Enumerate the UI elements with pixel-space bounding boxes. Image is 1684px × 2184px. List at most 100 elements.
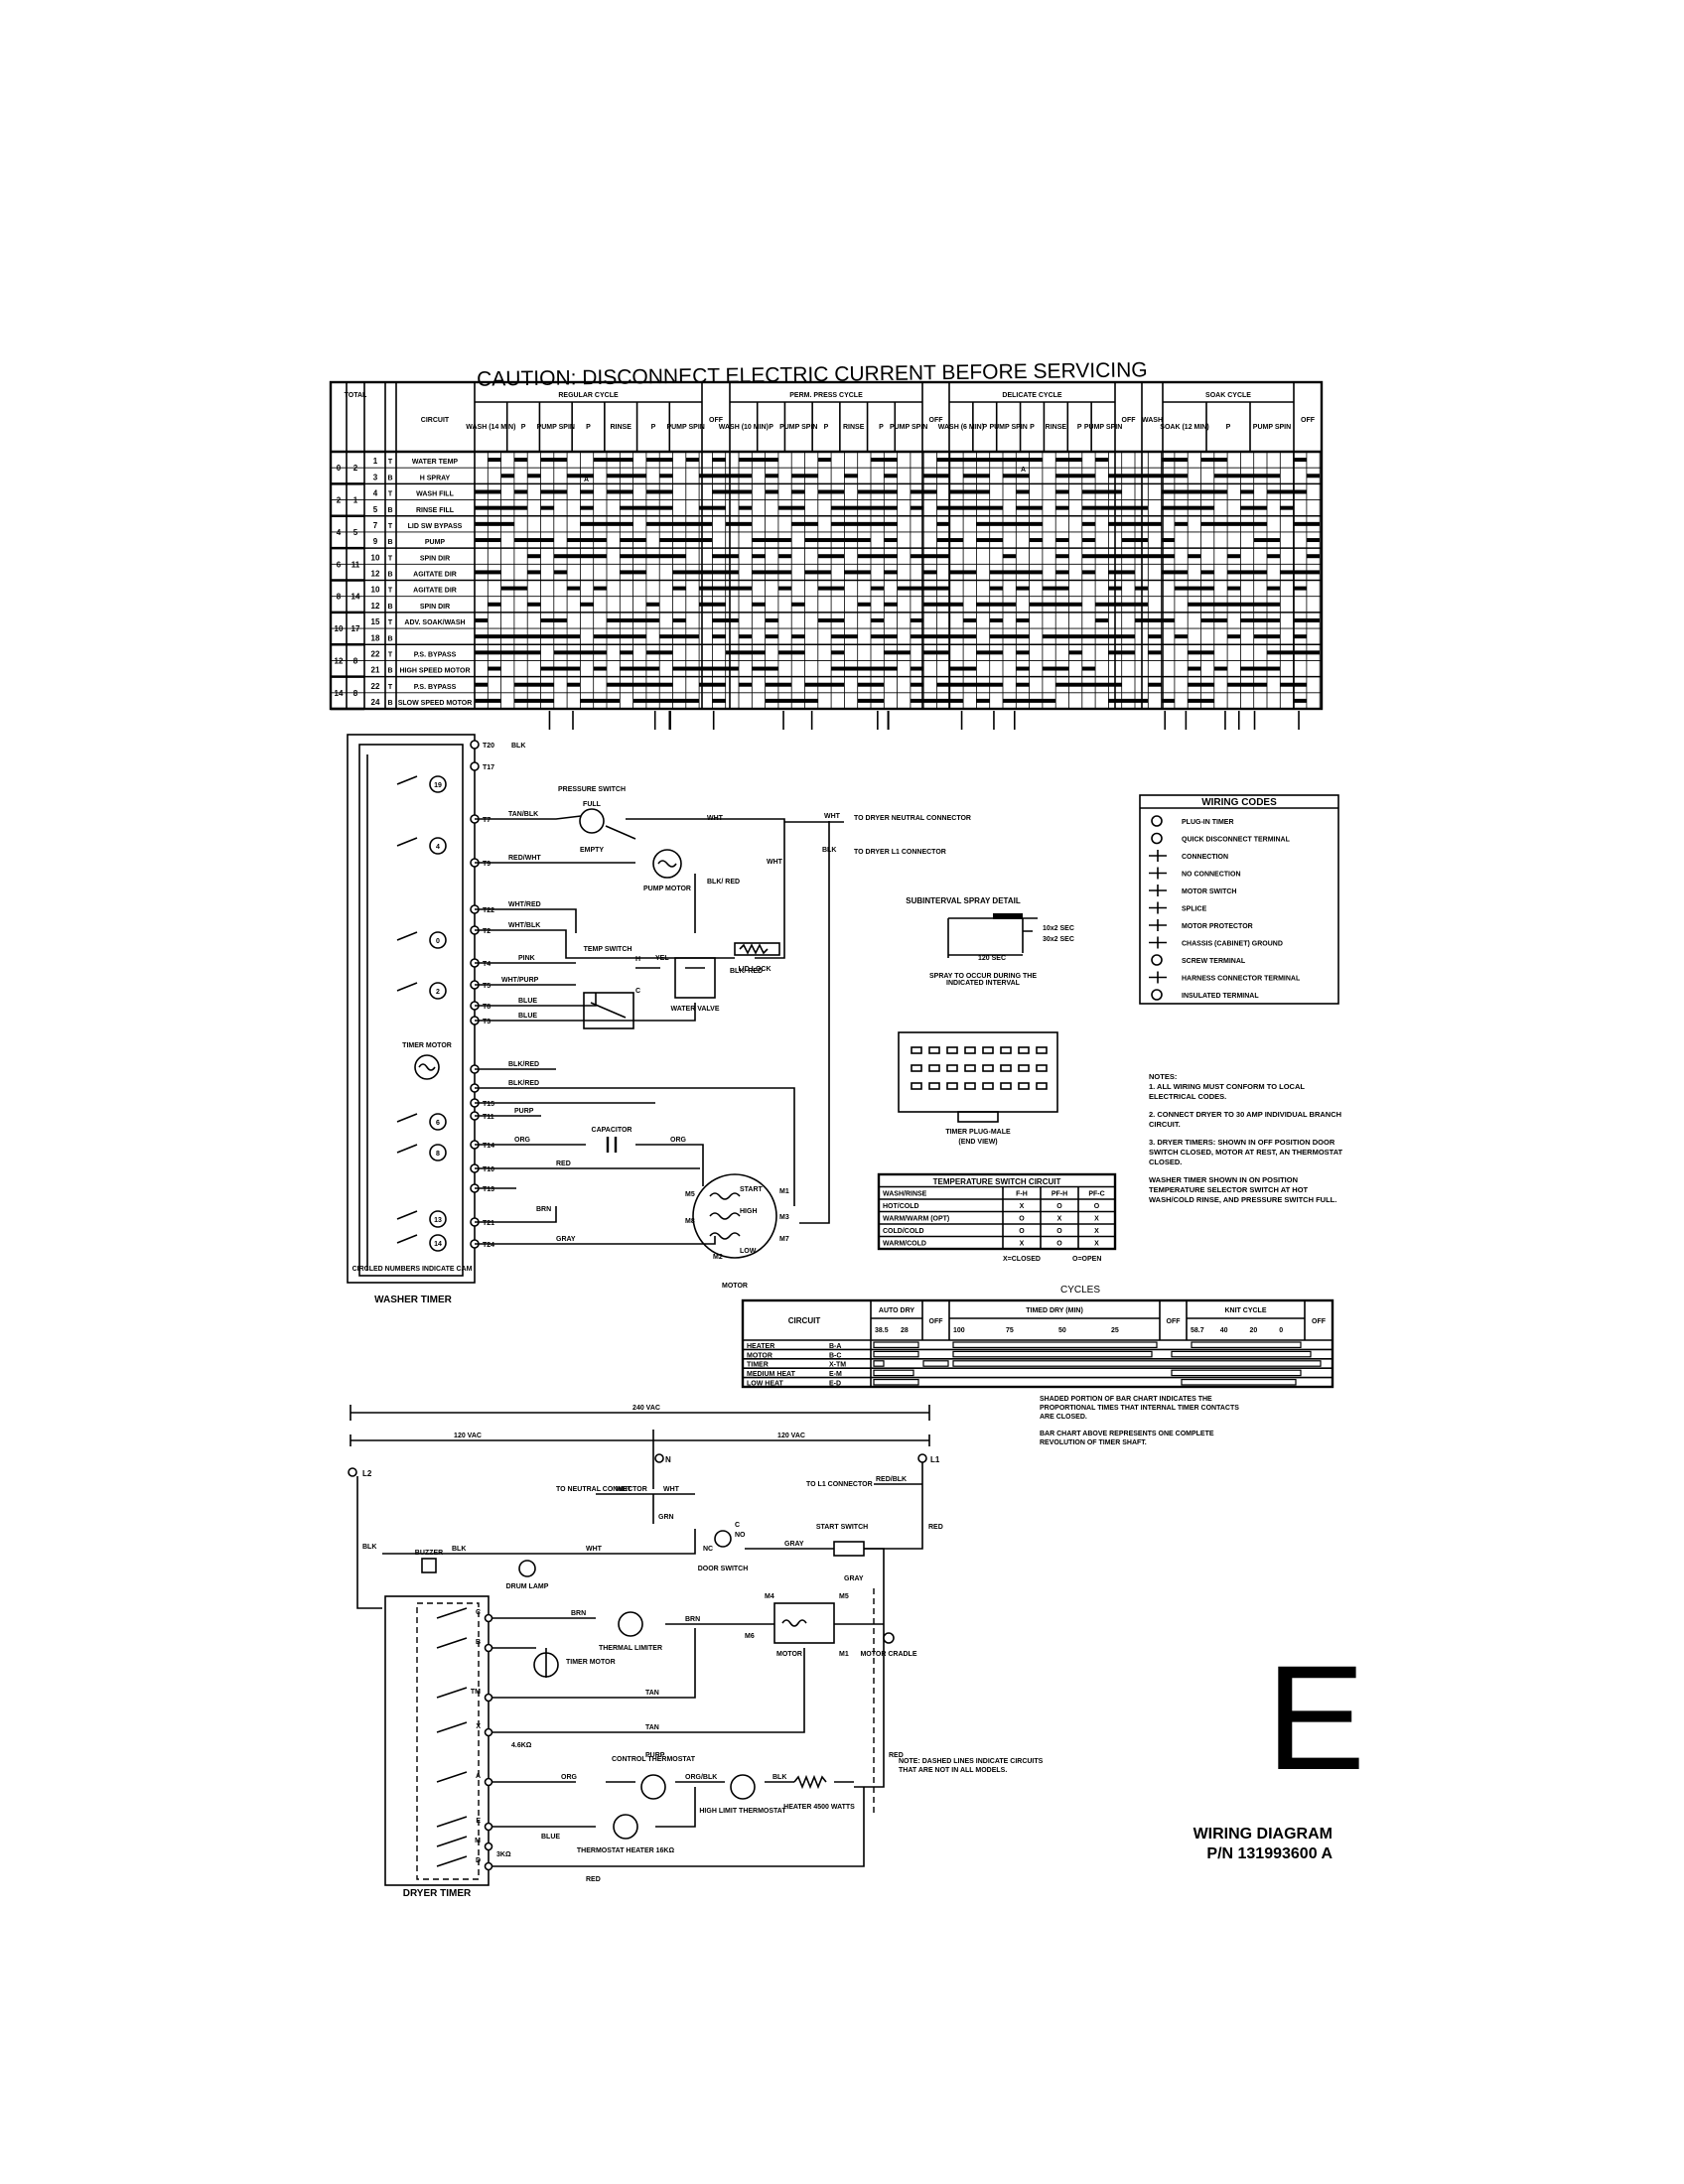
tick-label: 0 xyxy=(1279,1327,1283,1334)
contact-closed-bar xyxy=(1121,650,1135,655)
contact-closed-bar xyxy=(1200,586,1214,591)
spray-interval-2: 30x2 SEC xyxy=(1043,936,1074,943)
wire-org: ORG xyxy=(561,1774,578,1781)
table-title: TEMPERATURE SWITCH CIRCUIT xyxy=(933,1177,1061,1186)
contact-closed-bar xyxy=(1174,458,1189,463)
contact-closed-bar xyxy=(752,666,766,671)
l2-terminal-label: L2 xyxy=(362,1469,372,1478)
cam-number: 14 xyxy=(351,593,360,602)
h-terminal-label: H xyxy=(635,956,640,963)
contact-closed-bar xyxy=(712,634,726,639)
table-cell: WASH/RINSE xyxy=(883,1191,927,1198)
wire-red: RED xyxy=(586,1876,601,1883)
splice-icon xyxy=(1149,901,1167,914)
contact-closed-bar xyxy=(712,474,726,478)
contact-closed-bar xyxy=(1280,505,1294,510)
contact-closed-bar xyxy=(475,682,489,687)
row-tb: B xyxy=(387,572,392,579)
cam-number: 11 xyxy=(351,560,360,569)
contact-closed-bar xyxy=(936,634,950,639)
contact-closed-bar xyxy=(1016,650,1030,655)
contact-closed-bar xyxy=(1108,602,1122,607)
circuit-label: SPIN DIR xyxy=(420,604,450,611)
motor-terminal-m1: M1 xyxy=(839,1651,849,1658)
contact-closed-bar xyxy=(777,586,792,591)
contact-closed-bar xyxy=(831,682,845,687)
contact-closed-bar xyxy=(910,666,924,671)
contact-closed-bar xyxy=(1161,570,1175,575)
to-l1-label: TO L1 CONNECTOR xyxy=(806,1481,873,1488)
contact-closed-bar xyxy=(765,682,778,687)
contact-closed-bar xyxy=(857,489,871,494)
contact-closed-bar xyxy=(620,489,633,494)
segment-label: TIMED DRY (MIN) xyxy=(1026,1307,1083,1314)
contact-closed-bar xyxy=(712,570,726,575)
plug-pin-icon xyxy=(964,1064,976,1072)
contact-closed-bar xyxy=(1148,682,1162,687)
timer-terminal-icon xyxy=(484,1727,493,1737)
cam-note: CIRCLED NUMBERS INDICATE CAM xyxy=(352,1266,473,1273)
contact-closed-bar xyxy=(540,634,554,639)
revision-letter: E xyxy=(1266,1634,1365,1801)
circuit-label: LOW HEAT xyxy=(747,1381,784,1388)
contact-closed-bar xyxy=(620,650,633,655)
circuit-label: WATER TEMP xyxy=(412,459,458,466)
contact-closed-bar xyxy=(1181,1378,1297,1386)
contact-closed-bar xyxy=(1293,698,1307,703)
contact-closed-bar xyxy=(1148,650,1162,655)
contact-closed-bar xyxy=(1016,505,1030,510)
contact-closed-bar xyxy=(1003,602,1017,607)
contact-closed-bar xyxy=(1240,666,1254,671)
table-cell: X xyxy=(1094,1241,1099,1248)
row-number: 21 xyxy=(371,666,380,675)
chart-marker: A xyxy=(1021,467,1026,474)
row-tb: B xyxy=(387,668,392,675)
timer-terminal-label: M xyxy=(475,1838,481,1844)
contact-closed-bar xyxy=(1253,666,1267,671)
contact-closed-bar xyxy=(580,698,594,703)
contact-closed-bar xyxy=(1148,554,1162,559)
plug-pin-icon xyxy=(911,1082,922,1090)
plug-pin-icon xyxy=(928,1082,940,1090)
contact-closed-bar xyxy=(725,617,739,622)
contact-closed-bar xyxy=(1293,634,1307,639)
contact-closed-bar xyxy=(593,554,607,559)
contact-closed-bar xyxy=(1148,474,1162,478)
table-cell: X xyxy=(1094,1228,1099,1235)
row-number: 24 xyxy=(371,698,380,707)
contact-closed-bar xyxy=(1227,682,1241,687)
contact-closed-bar xyxy=(712,617,726,622)
contact-closed-bar xyxy=(1213,602,1228,607)
contact-closed-bar xyxy=(1240,489,1254,494)
contact-closed-bar xyxy=(1003,698,1017,703)
contact-closed-bar xyxy=(989,505,1003,510)
connection-icon xyxy=(1149,850,1167,862)
contact-closed-bar xyxy=(739,634,753,639)
contact-closed-bar xyxy=(817,682,832,687)
contact-closed-bar xyxy=(632,505,646,510)
contact-closed-bar xyxy=(831,617,845,622)
contact-closed-bar xyxy=(1095,682,1109,687)
contact-closed-bar xyxy=(553,617,568,622)
circuit-label: MOTOR xyxy=(747,1352,772,1359)
contact-closed-bar xyxy=(857,538,871,543)
contact-closed-bar xyxy=(488,666,501,671)
cam-number: 14 xyxy=(335,689,344,698)
contact-closed-bar xyxy=(475,521,489,526)
wire-wht: WHT xyxy=(707,815,724,822)
contact-closed-bar xyxy=(1055,602,1069,607)
contact-closed-bar xyxy=(884,602,898,607)
terminal-label: T20 xyxy=(483,743,494,750)
contact-closed-bar xyxy=(765,458,778,463)
cam-contact-icon xyxy=(396,1234,418,1244)
contact-closed-bar xyxy=(645,682,660,687)
contact-closed-bar xyxy=(976,474,990,478)
contact-closed-bar xyxy=(1055,666,1069,671)
contact-closed-bar xyxy=(857,666,871,671)
timer-terminal-label: X xyxy=(476,1723,481,1730)
plug-pin-icon xyxy=(946,1046,958,1054)
subsegment-label: P xyxy=(586,424,591,431)
timer-plug-sub: (END VIEW) xyxy=(958,1139,997,1146)
segment-label: KNIT CYCLE xyxy=(1225,1307,1267,1314)
note-item: 1. ALL WIRING MUST CONFORM TO LOCAL ELEC… xyxy=(1149,1082,1305,1101)
